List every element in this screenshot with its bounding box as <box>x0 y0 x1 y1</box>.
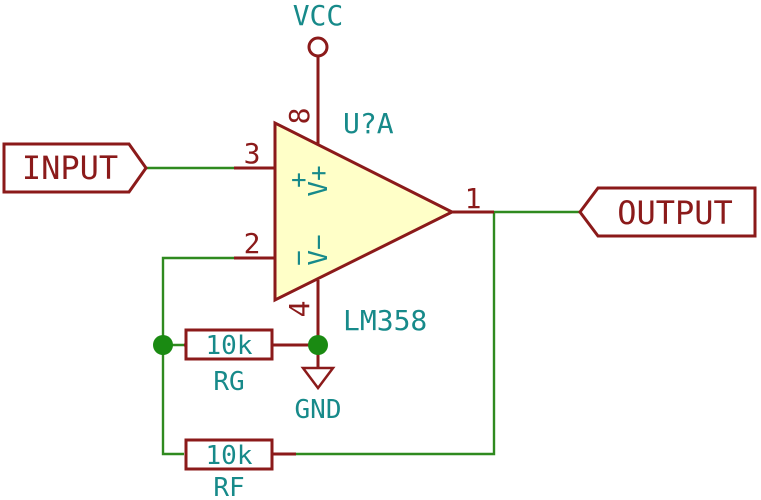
resistor-rg: 10k RG <box>184 328 318 397</box>
opamp-labels: 3 2 1 8 4 + − V+ V− U?A LM358 <box>244 107 482 337</box>
vcc-circle <box>307 36 329 58</box>
rf-body <box>184 438 274 471</box>
output-port: OUTPUT <box>578 186 757 238</box>
junction-dot-left <box>153 335 173 355</box>
input-port: INPUT <box>2 142 148 194</box>
vcc-label: VCC <box>293 0 344 32</box>
inverting-wire <box>161 256 234 456</box>
plus-symbol: + <box>284 172 314 188</box>
pin-2-number: 2 <box>244 227 261 260</box>
pin-1-number: 1 <box>465 182 482 215</box>
input-port-label: INPUT <box>22 149 118 187</box>
minus-symbol: − <box>284 250 314 266</box>
rg-value: 10k <box>206 331 253 361</box>
opamp-reference: U?A <box>343 107 394 140</box>
v-minus-label: V− <box>304 234 334 265</box>
v-plus-label: V+ <box>304 165 334 196</box>
gnd-triangle <box>300 366 336 391</box>
pin-3-number: 3 <box>244 137 261 170</box>
wires <box>146 166 580 456</box>
rg-body <box>184 328 274 361</box>
opamp-pins <box>234 112 494 345</box>
junctions <box>153 335 328 355</box>
gnd-label: GND <box>295 395 342 425</box>
pin-4-number: 4 <box>283 301 316 318</box>
rg-reference: RG <box>213 367 244 397</box>
feedback-wire-output <box>296 212 496 456</box>
resistor-rf: 10k RF <box>184 438 296 500</box>
vcc-symbol: VCC <box>293 0 344 112</box>
junction-dot-gnd <box>308 335 328 355</box>
pin-8-number: 8 <box>283 108 316 125</box>
output-port-shape <box>578 186 757 238</box>
opamp-value: LM358 <box>343 304 427 337</box>
input-port-shape <box>2 142 148 194</box>
gnd-symbol: GND <box>295 345 342 425</box>
opamp-body <box>273 120 456 303</box>
rf-value: 10k <box>206 441 253 471</box>
rf-reference: RF <box>213 473 244 500</box>
output-port-label: OUTPUT <box>617 194 733 232</box>
